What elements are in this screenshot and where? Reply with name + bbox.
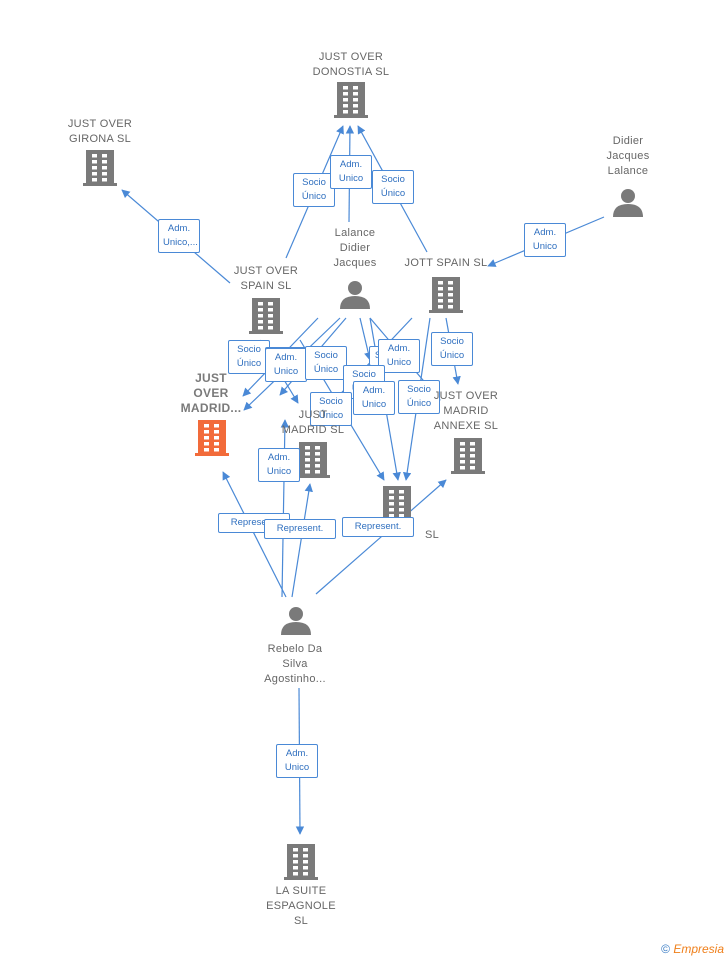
edge-label[interactable]: Adm. Unico,...	[158, 219, 200, 253]
person-icon[interactable]	[340, 281, 370, 309]
edge-label[interactable]: Represent.	[264, 519, 336, 539]
building-icon[interactable]	[249, 298, 283, 334]
building-icon[interactable]	[284, 844, 318, 880]
person-icon[interactable]	[281, 607, 311, 635]
edge-rebelo-to-jo_madrid	[280, 419, 290, 598]
edge-label[interactable]: Adm. Unico	[353, 381, 395, 415]
edge-label[interactable]: Socio Único	[305, 346, 347, 380]
edge-rebelo-to-jo_madrid_annexe	[315, 479, 447, 595]
copyright-icon: ©	[661, 942, 670, 956]
building-icon[interactable]	[83, 150, 117, 186]
brand-name: Empresia	[673, 942, 724, 956]
edge-label[interactable]: Socio Único	[293, 173, 335, 207]
node-label-donostia[interactable]: JUST OVER DONOSTIA SL	[312, 51, 390, 78]
node-label-la_suite[interactable]: LA SUITE ESPAGNOLE SL	[266, 885, 336, 927]
edge-label[interactable]: Socio Único	[310, 392, 352, 426]
node-label-didier[interactable]: Didier Jacques Lalance	[606, 135, 650, 177]
node-label-girona[interactable]: JUST OVER GIRONA SL	[67, 118, 133, 145]
building-icon[interactable]	[195, 420, 229, 456]
node-label-jo_madrid[interactable]: JUST MADRID SL	[281, 409, 345, 436]
edge-label[interactable]: Adm. Unico	[330, 155, 372, 189]
edge-label[interactable]: Adm. Unico	[265, 348, 307, 382]
footer-brand[interactable]: © Empresia	[661, 942, 724, 956]
node-label-lagoon[interactable]: SL	[424, 529, 440, 541]
node-label-rebelo[interactable]: Rebelo Da Silva Agostinho...	[264, 643, 326, 685]
node-label-jo_spain[interactable]: JUST OVER SPAIN SL	[233, 265, 299, 292]
edge-label[interactable]: Socio Único	[431, 332, 473, 366]
edge-rebelo-to-jo_madrid	[291, 483, 313, 598]
edge-label[interactable]: Represent.	[342, 517, 414, 537]
edge-label[interactable]: Socio Único	[398, 380, 440, 414]
edge-lalance-to-lagoon	[359, 317, 373, 361]
edge-label[interactable]: Socio Único	[372, 170, 414, 204]
node-label-lalance[interactable]: Lalance Didier Jacques	[333, 227, 377, 269]
person-icon[interactable]	[613, 189, 643, 217]
node-label-jo_madrid_focus[interactable]: JUST OVER MADRID...	[180, 371, 242, 415]
edge-label[interactable]: Adm. Unico	[378, 339, 420, 373]
building-icon[interactable]	[451, 438, 485, 474]
edge-label[interactable]: Adm. Unico	[524, 223, 566, 257]
building-icon[interactable]	[296, 442, 330, 478]
node-label-jo_madrid_annexe[interactable]: JUST OVER MADRID ANNEXE SL	[433, 390, 499, 432]
edge-rebelo-to-jo_madrid_focus	[222, 471, 287, 598]
edge-label[interactable]: Adm. Unico	[276, 744, 318, 778]
edge-label[interactable]: Socio Único	[228, 340, 270, 374]
building-icon[interactable]	[334, 82, 368, 118]
edge-label[interactable]: Adm. Unico	[258, 448, 300, 482]
node-label-jott_spain[interactable]: JOTT SPAIN SL	[404, 257, 488, 269]
building-icon[interactable]	[429, 277, 463, 313]
